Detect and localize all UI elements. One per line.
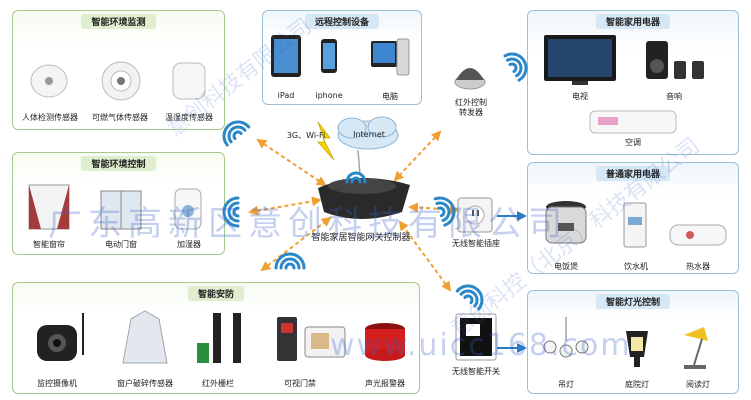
wifi-icon <box>433 196 456 227</box>
panel-env-monitor: 智能环境监测 人体检测传感器 可燃气体传感器 温湿度传感器 <box>12 10 225 130</box>
network-label: 3G、Wi-Fi <box>286 131 326 140</box>
rice-cooker-icon <box>545 201 587 244</box>
sensor-label: 温湿度传感器 <box>165 113 213 122</box>
garden-lamp-icon <box>626 331 648 367</box>
tv-icon <box>544 35 616 85</box>
lighting-label: 吊灯 <box>558 380 574 389</box>
iphone-icon <box>321 39 337 73</box>
watermark-company: 广东高新区意创科技有限公司 <box>48 204 568 244</box>
panel-title: 智能灯光控制 <box>595 294 670 309</box>
remote-device-icons <box>271 35 410 77</box>
appliance-label: 电饭煲 <box>554 262 578 271</box>
reading-lamp-icon <box>684 327 708 369</box>
panel-title: 智能环境控制 <box>81 156 156 171</box>
sensor-icons <box>30 61 206 101</box>
normal-appliance-icons <box>545 201 727 248</box>
internet-cloud-icon <box>337 116 399 150</box>
wifi-icon <box>274 252 306 270</box>
smart-switch-icon <box>455 313 497 361</box>
ir-transmitter-label: 红外控制 转发器 <box>455 98 487 117</box>
panel-title: 智能家用电器 <box>595 14 670 29</box>
smart-switch-label: 无线智能开关 <box>452 367 500 376</box>
security-label: 窗户破碎传感器 <box>117 379 173 388</box>
water-dispenser-icon <box>623 202 647 248</box>
security-icons <box>37 310 405 364</box>
internet-label: Internet <box>353 130 385 139</box>
air-conditioner-icon <box>589 110 677 134</box>
appliance-label: 饮水机 <box>624 262 648 271</box>
humidity-sensor-icon <box>172 62 206 100</box>
appliance-icons <box>544 35 704 134</box>
speaker-icon <box>646 41 704 79</box>
lighting-icons <box>543 317 708 369</box>
security-label: 可视门禁 <box>284 379 316 388</box>
appliance-label: 电视 <box>572 92 588 101</box>
ir-transmitter-icon <box>454 68 486 90</box>
device-label: iphone <box>315 91 343 100</box>
panel-lighting: 智能灯光控制 吊灯 庭院灯 阅读灯 <box>527 290 739 394</box>
glass-break-sensor-icon <box>122 310 168 364</box>
panel-title: 远程控制设备 <box>304 14 379 29</box>
sensor-label: 人体检测传感器 <box>22 113 78 122</box>
sensor-label: 可燃气体传感器 <box>92 113 148 122</box>
security-label: 声光报警器 <box>365 379 405 388</box>
infrared-fence-icon <box>197 313 241 363</box>
body-sensor-icon <box>30 64 68 98</box>
device-label: iPad <box>277 91 295 100</box>
humidifier-icon <box>174 188 202 230</box>
wifi-icon <box>503 52 528 82</box>
water-heater-icon <box>669 224 727 246</box>
smart-socket-icon <box>457 197 493 233</box>
device-label: 电脑 <box>382 92 398 101</box>
smart-socket-label: 无线智能插座 <box>452 239 500 248</box>
control-label: 电动门窗 <box>105 240 137 249</box>
appliance-label: 热水器 <box>686 262 710 271</box>
control-label: 加湿器 <box>177 240 201 249</box>
control-label: 智能窗帘 <box>33 240 65 249</box>
wifi-icon <box>222 196 240 228</box>
panel-security: 智能安防 监控摄像机 窗户破碎传感器 红外栅栏 可视门禁 声光报警器 <box>12 282 420 394</box>
wifi-icon <box>222 120 251 147</box>
gateway-label: 智能家居智能网关控制器 <box>311 233 411 243</box>
ipad-icon <box>271 35 301 77</box>
gateway-icon <box>318 178 410 219</box>
camera-icon <box>37 313 84 361</box>
panel-remote: 远程控制设备 iPad iphone 电脑 <box>262 10 422 105</box>
panel-title: 普通家用电器 <box>595 166 670 181</box>
lighting-label: 庭院灯 <box>625 380 649 389</box>
appliance-label: 音响 <box>666 92 682 101</box>
panel-home-appliance: 智能家用电器 电视 音响 空调 <box>527 10 739 155</box>
security-label: 监控摄像机 <box>37 379 77 388</box>
panel-title: 智能环境监测 <box>81 14 156 29</box>
wifi-icons <box>222 52 528 311</box>
watermark-url: www.uicc168.com <box>330 328 632 363</box>
panel-normal-appliance: 普通家用电器 电饭煲 饮水机 热水器 <box>527 162 739 274</box>
panel-env-control: 智能环境控制 智能窗帘 电动门窗 加湿器 <box>12 152 225 255</box>
door-access-icon <box>277 317 346 361</box>
wifi-icon <box>455 284 484 311</box>
computer-icon <box>371 38 410 76</box>
alarm-icon <box>365 323 405 361</box>
panel-title: 智能安防 <box>187 286 244 301</box>
appliance-label: 空调 <box>625 138 641 147</box>
curtain-icon <box>28 184 70 230</box>
gas-sensor-icon <box>101 61 141 101</box>
env-control-icons <box>28 184 202 230</box>
wifi-icon <box>345 171 367 184</box>
security-label: 红外栅栏 <box>202 379 234 388</box>
window-icon <box>100 190 142 230</box>
chandelier-icon <box>543 317 589 358</box>
lighting-label: 阅读灯 <box>686 380 710 389</box>
